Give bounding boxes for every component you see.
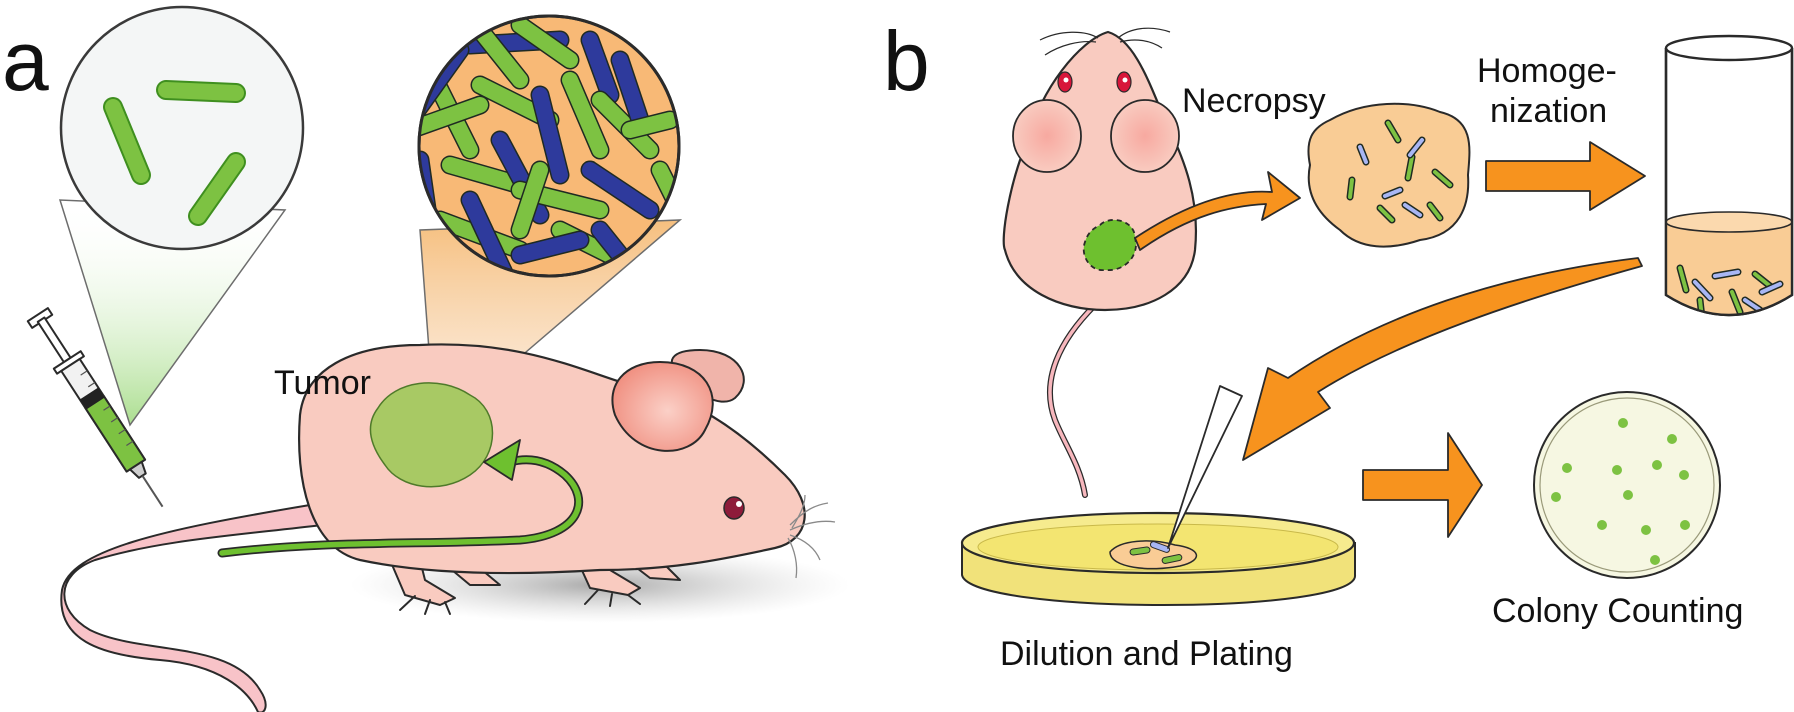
pathway-arrowhead — [483, 439, 521, 481]
homogenization-label-line1: Homoge- — [1477, 52, 1617, 90]
tumor-bacterium-23-outline — [420, 20, 480, 50]
syringe — [26, 307, 164, 508]
mouse-b-top-view — [1002, 27, 1198, 498]
counting-arrow — [1362, 432, 1483, 538]
tumor-bacteria-magnifier — [400, 14, 681, 278]
dilution-arrow — [1242, 257, 1643, 461]
tissue-bacterium-2 — [1348, 178, 1354, 199]
bacteria-pathway — [219, 457, 582, 556]
tube-bacterium-6 — [1698, 298, 1704, 315]
homogenization-label-line2: nization — [1490, 92, 1607, 130]
colony-dot — [1597, 520, 1607, 530]
tube-bacterium-4 — [1753, 272, 1772, 288]
tumor-bacterium-13 — [582, 162, 658, 218]
tumor-bacterium-24 — [512, 162, 548, 238]
colony-dot — [1652, 460, 1662, 470]
tissue-bacterium-1 — [1358, 145, 1368, 164]
tube-bacterium-7 — [1743, 298, 1762, 312]
panel-b: b Necropsy — [883, 14, 1794, 673]
tissue-bacterium-7 — [1378, 206, 1394, 222]
tumor-bacterium-26 — [400, 180, 410, 240]
pipette-tip — [1167, 385, 1243, 549]
tumor-bacterium-27 — [622, 112, 678, 138]
colony-dish — [1533, 391, 1721, 579]
tumor-bacterium-7 — [562, 72, 608, 158]
tissue-bacterium-3 — [1383, 188, 1402, 198]
tube-bacterium-5 — [1760, 282, 1782, 294]
tumor-bacterium-17 — [512, 232, 588, 263]
mouse-a-ear-front — [611, 360, 714, 452]
mouse-a-tail — [60, 503, 324, 712]
mouse-a-eye — [723, 496, 745, 520]
necropsy-label: Necropsy — [1182, 82, 1326, 120]
tumor-bacterium-10 — [442, 157, 528, 193]
tumor-on-mouse — [369, 382, 494, 488]
excised-tissue — [1307, 102, 1471, 248]
colony-dot — [1618, 418, 1628, 428]
tissue-bacterium-9 — [1428, 203, 1442, 220]
plating-label: Dilution and Plating — [1000, 635, 1293, 673]
tumor-bacterium-2 — [512, 17, 578, 68]
colony-dot — [1623, 490, 1633, 500]
tube-bacterium-1 — [1693, 280, 1712, 300]
colony-dot — [1612, 465, 1622, 475]
tissue-bacterium-8 — [1403, 203, 1422, 217]
tissue-bacterium-5 — [1408, 138, 1424, 157]
plating-dish — [960, 511, 1357, 606]
excised-tumor — [1082, 219, 1137, 271]
colony-dot — [1551, 492, 1561, 502]
tumor-bacterium-6 — [532, 87, 568, 183]
panel-a-letter: a — [2, 14, 49, 108]
mouse-a-whiskers — [787, 494, 836, 579]
counting-label: Colony Counting — [1492, 592, 1743, 630]
tissue-bacterium-4 — [1406, 155, 1414, 180]
panel-a: a — [2, 5, 850, 712]
colony-dot — [1641, 525, 1651, 535]
tube-bacterium-2 — [1713, 270, 1740, 278]
colony-dot — [1679, 470, 1689, 480]
tumor-bacterium-15 — [462, 192, 513, 276]
panel-b-letter: b — [883, 14, 930, 108]
homogenization-arrow — [1485, 141, 1646, 211]
tumor-label: Tumor — [274, 364, 371, 402]
test-tube — [1664, 34, 1794, 317]
tumor-bacterium-23 — [422, 22, 478, 48]
tumor-bacterium-26-outline — [419, 170, 420, 250]
colony-dot — [1667, 434, 1677, 444]
tumor-bacterium-20 — [472, 22, 528, 88]
tumor-bacterium-3 — [582, 32, 618, 103]
tissue-bacterium-6 — [1433, 170, 1452, 187]
necropsy-arrow — [1134, 171, 1301, 251]
tissue-bacterium-0 — [1386, 121, 1400, 142]
colony-dot — [1562, 463, 1572, 473]
colony-dot — [1680, 520, 1690, 530]
colony-dot — [1650, 555, 1660, 565]
tube-bacterium-0 — [1678, 266, 1688, 292]
tube-bacterium-3 — [1730, 290, 1742, 314]
tumor-bacterium-19 — [612, 52, 648, 128]
injected-bacteria-magnifier — [59, 5, 305, 251]
